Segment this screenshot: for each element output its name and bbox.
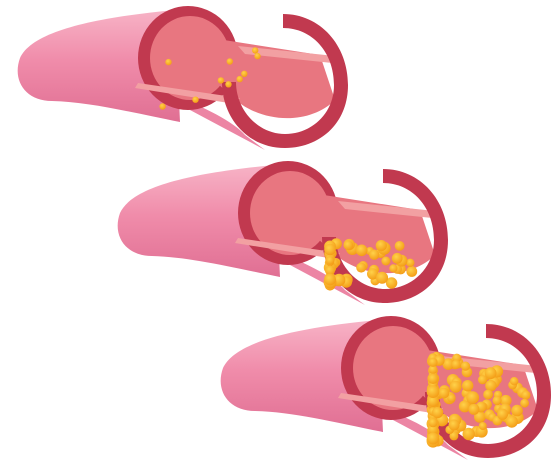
plaque-particle: [478, 375, 487, 384]
plaque-particle: [344, 240, 354, 250]
plaque-particle: [450, 381, 462, 393]
plaque-particle: [254, 53, 260, 59]
plaque-particle: [462, 380, 473, 391]
plaque-particle: [241, 71, 247, 77]
plaque-particle: [324, 244, 336, 256]
plaque-particle: [428, 418, 437, 427]
plaque-particle: [510, 377, 518, 385]
plaque-particle: [192, 97, 198, 103]
plaque-particle: [497, 409, 508, 420]
plaque-particle: [485, 380, 496, 391]
plaque-particle: [376, 272, 388, 284]
plaque-particle: [427, 433, 439, 445]
plaque-particle: [237, 76, 243, 82]
plaque-particle: [493, 396, 502, 405]
plaque-particle: [225, 81, 231, 87]
plaque-particle: [438, 388, 449, 399]
plaque-particle: [227, 58, 233, 64]
plaque-particle: [466, 391, 479, 404]
plaque-particle: [376, 240, 387, 251]
vessel-partial-blockage: [118, 161, 448, 305]
plaque-particle: [326, 256, 334, 264]
plaque-particle: [521, 391, 530, 400]
plaque-particle: [369, 250, 379, 260]
plaque-particle: [252, 47, 258, 53]
plaque-particle: [324, 274, 336, 286]
plaque-particle: [356, 263, 366, 273]
plaque-particle: [427, 385, 440, 398]
plaque-particle: [452, 360, 461, 369]
plaque-particle: [520, 399, 529, 408]
plaque-particle: [159, 103, 165, 109]
plaque-particle: [395, 241, 405, 251]
plaque-particle: [449, 420, 460, 431]
plaque-particle: [218, 77, 224, 83]
plaque-particle: [406, 266, 417, 277]
plaque-particle: [381, 257, 390, 266]
plaque-particle: [389, 264, 397, 272]
plaque-particle: [165, 59, 171, 65]
vessel-severe-blockage: [221, 316, 551, 460]
vessel-healthy: [18, 6, 348, 150]
plaque-particle: [461, 362, 470, 371]
plaque-particle: [432, 407, 443, 418]
plaque-particle: [406, 259, 414, 267]
plaque-particle: [511, 405, 523, 417]
plaque-particle: [428, 358, 437, 367]
plaque-particle: [356, 245, 368, 257]
plaque-particle: [506, 416, 518, 428]
plaque-particle: [483, 390, 493, 400]
plaque-particle: [479, 422, 487, 430]
plaque-particle: [392, 253, 403, 264]
plaque-particle: [428, 374, 438, 384]
plaque-particle: [468, 404, 479, 415]
